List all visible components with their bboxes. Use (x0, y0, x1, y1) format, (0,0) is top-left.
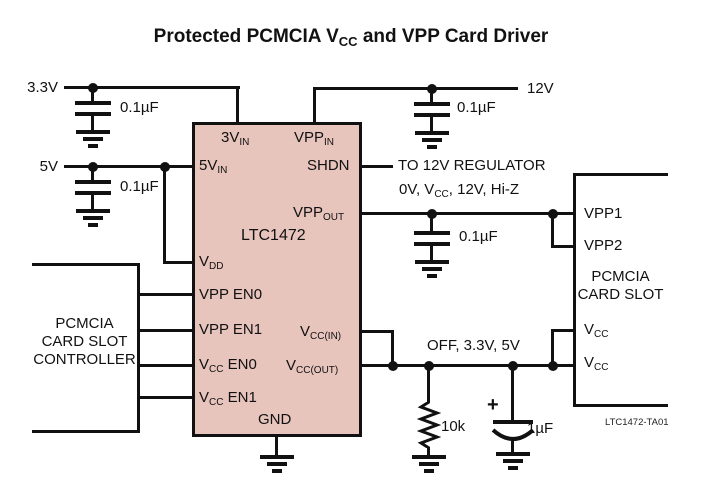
cap4-plate (414, 231, 450, 235)
wire-12v-rail (315, 87, 518, 90)
junction-dot (388, 361, 398, 371)
ground-symbol (76, 130, 110, 148)
wire-vcc-top-stub (551, 329, 575, 332)
wire-vdd (165, 261, 194, 264)
wire-vcc-rail (360, 364, 575, 367)
ecap-curved-plate (491, 428, 535, 441)
cap2-lead (91, 167, 94, 181)
cap3-lead (430, 117, 433, 132)
slot-label: PCMCIA CARD SLOT (577, 268, 664, 303)
ecap-lead (511, 366, 514, 422)
cap2-plate (75, 191, 111, 195)
wire-5v-branch (163, 165, 166, 264)
wire-vpp-en0 (138, 293, 194, 296)
wire-vccin-loop (360, 330, 394, 333)
ic-pin-3vin: 3VIN (221, 129, 250, 149)
wire-vcc-top-drop (551, 329, 554, 367)
ecap-polarity: + (487, 394, 499, 416)
wire-vppout (360, 212, 575, 215)
ic-pin-vppin: VPPIN (294, 129, 335, 149)
wire-shdn (360, 165, 393, 168)
slot-pin-vcc-bottom: VCC (584, 354, 609, 374)
junction-dot (548, 209, 558, 219)
wire-gnd-stub (275, 435, 278, 457)
rail-label-3v3: 3.3V (27, 79, 58, 96)
resistor-zigzag (417, 402, 441, 448)
card-slot-box (573, 173, 668, 407)
slot-pin-vcc-top: VCC (584, 321, 609, 341)
cap4-plate (414, 242, 450, 246)
ic-pin-5vin: 5VIN (199, 157, 228, 177)
ecap-value: 1µF (527, 420, 554, 437)
ecap-lead (511, 441, 514, 453)
cap1-value: 0.1µF (120, 99, 159, 116)
wire-vcc-en1 (138, 396, 194, 399)
slot-pin-vpp2: VPP2 (584, 237, 623, 254)
note-shdn-destination: TO 12V REGULATOR (398, 157, 546, 174)
ground-symbol (260, 455, 294, 473)
cap2-value: 0.1µF (120, 178, 159, 195)
wire-3v3-rail (64, 86, 240, 89)
cap3-plate (414, 102, 450, 106)
resistor-lead (427, 366, 430, 403)
wire-vpp2-stub (551, 245, 575, 248)
rail-label-5v: 5V (39, 158, 58, 175)
cap4-lead (430, 246, 433, 261)
figure-id: LTC1472-TA01 (605, 417, 669, 428)
slot-pin-vpp1: VPP1 (584, 205, 623, 222)
cap1-lead (91, 88, 94, 102)
wire-vccin-drop (391, 330, 394, 367)
cap1-plate (75, 101, 111, 105)
wire-vppin-drop (313, 87, 316, 125)
ground-symbol (496, 452, 530, 470)
ic-pin-vdd: VDD (199, 253, 224, 273)
cap3-value: 0.1µF (457, 99, 496, 116)
wire-vcc-en0 (138, 364, 194, 367)
ic-pin-vccout: VCC(OUT) (286, 357, 339, 377)
ground-symbol (76, 209, 110, 227)
controller-label: PCMCIA CARD SLOT CONTROLLER (33, 315, 136, 368)
note-vcc-levels: OFF, 3.3V, 5V (427, 337, 520, 354)
ic-pin-vcc-en0: VCC EN0 (199, 356, 257, 376)
cap2-lead (91, 195, 94, 210)
cap1-plate (75, 112, 111, 116)
wire-vpp2-drop (551, 212, 554, 248)
ic-pin-vpp-en0: VPP EN0 (199, 286, 263, 303)
resistor-value: 10k (441, 418, 466, 435)
ic-pin-vpp-en1: VPP EN1 (199, 321, 263, 338)
ground-symbol (415, 131, 449, 149)
ic-pin-gnd: GND (258, 411, 292, 428)
ic-pin-vcc-en1: VCC EN1 (199, 389, 257, 409)
ic-body-ltc1472 (192, 122, 362, 437)
cap4-value: 0.1µF (459, 228, 498, 245)
rail-label-12v: 12V (527, 80, 554, 97)
resistor-lead (427, 447, 430, 456)
wire-3vin-drop (236, 86, 239, 124)
ground-symbol (412, 455, 446, 473)
junction-dot (548, 361, 558, 371)
cap2-plate (75, 180, 111, 184)
ic-part-number: LTC1472 (241, 227, 306, 244)
ic-pin-vppout: VPPOUT (293, 204, 345, 224)
cap1-lead (91, 116, 94, 131)
cap3-lead (430, 89, 433, 103)
ic-pin-shdn: SHDN (307, 157, 350, 174)
cap4-lead (430, 214, 433, 232)
schematic-title: Protected PCMCIA VCC and VPP Card Driver (153, 26, 549, 49)
ecap-plate (493, 420, 533, 424)
ic-pin-vccin: VCC(IN) (300, 323, 342, 343)
wire-vpp-en1 (138, 329, 194, 332)
note-vpp-levels: 0V, VCC, 12V, Hi-Z (399, 181, 520, 201)
controller-box (32, 263, 140, 433)
ground-symbol (415, 260, 449, 278)
cap3-plate (414, 113, 450, 117)
junction-dot (160, 162, 170, 172)
wire-5v-rail (64, 165, 194, 168)
